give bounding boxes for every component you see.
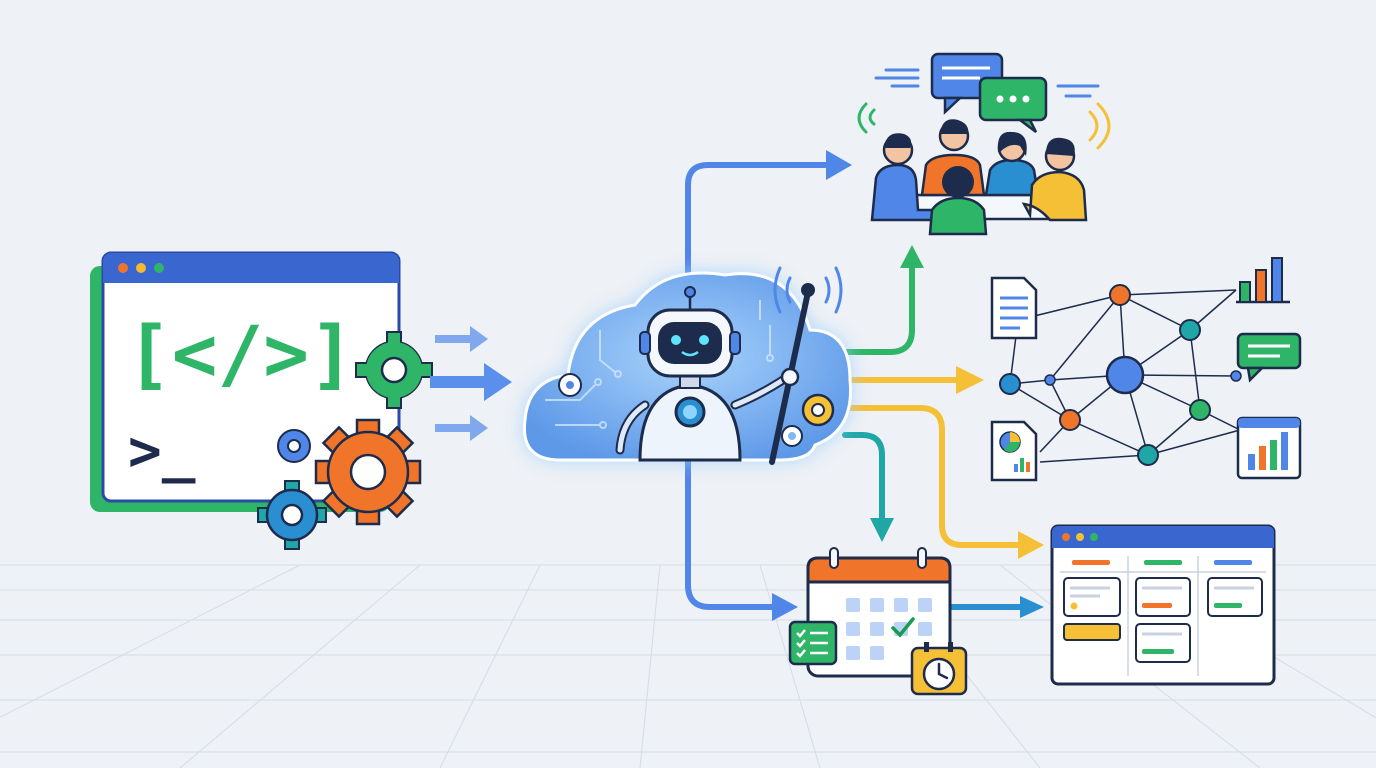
checklist-icon (788, 620, 838, 666)
flow-arrowheads (772, 150, 1044, 621)
gear-icon (277, 429, 311, 463)
wireless-signal-icon (857, 102, 1111, 150)
input-arrows (430, 326, 512, 441)
chat-bubble-icon (1236, 332, 1302, 383)
window-dot-yellow (136, 263, 146, 273)
flow-lines (685, 162, 1028, 610)
robot-icon (615, 283, 815, 465)
wireless-signal-icon (773, 266, 843, 314)
bar-chart-icon (1236, 416, 1302, 480)
prompt-symbol: >_ (128, 419, 196, 484)
bar-chart-icon (1236, 257, 1290, 304)
gear-icon (257, 480, 327, 550)
chat-bubble-icon (978, 76, 1048, 133)
gear-icon (781, 425, 803, 447)
gear-icon (801, 393, 835, 427)
document-icon (990, 420, 1038, 482)
clock-icon (910, 642, 968, 696)
gear-icon (558, 373, 582, 397)
window-dot-red (118, 263, 128, 273)
calendar-icon (806, 547, 952, 678)
kanban-board-icon (1050, 524, 1276, 686)
speed-lines (874, 68, 1100, 98)
gear-icon (314, 418, 422, 526)
code-symbol: [</>] (126, 309, 355, 398)
team-meeting-icon (857, 52, 1111, 236)
pie-chart-icon (999, 431, 1021, 453)
window-dot-green (154, 263, 164, 273)
gear-icon (355, 331, 433, 409)
document-icon (990, 276, 1038, 340)
code-window-icon: [</>] >_ (90, 251, 401, 512)
network-graph-icon (990, 257, 1302, 482)
